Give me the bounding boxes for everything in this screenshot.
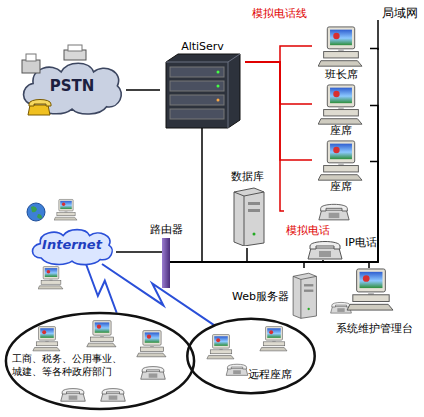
workstation-icon <box>260 327 287 351</box>
workstation-icon <box>137 331 166 357</box>
fax-paper <box>26 54 36 61</box>
workstation-icon <box>33 327 60 351</box>
rack-edge <box>166 54 240 128</box>
analog-line <box>245 62 284 211</box>
database-server: 数据库 <box>222 170 272 248</box>
node-label: Internet <box>28 237 116 253</box>
remote-agent-group: 远程座席 <box>186 318 316 394</box>
fax-icon <box>22 54 40 73</box>
node-label: 工商、税务、公用事业、 城建、等各种政府部门 <box>12 352 126 378</box>
analog-line <box>245 62 312 104</box>
maintenance-console: 系统维护管理台 <box>328 268 420 338</box>
printer-body <box>64 50 86 60</box>
internet-cloud: Internet <box>28 226 116 266</box>
router: 路由器 <box>162 238 170 288</box>
phone-icon <box>101 389 126 402</box>
rack-card <box>170 109 224 119</box>
ip-phone: IP电话 <box>305 232 385 260</box>
node-label: 路由器 <box>146 223 186 237</box>
rack-card <box>170 95 224 105</box>
lan-link <box>170 106 378 262</box>
node-label: 系统维护管理台 <box>328 322 420 336</box>
pstn-cloud: PSTN <box>18 58 126 116</box>
rack-card <box>170 81 224 91</box>
workstation-icon <box>87 321 116 347</box>
ellipse-shape <box>6 313 194 409</box>
rack-light <box>217 99 220 102</box>
agent-seat: 座席 <box>312 84 370 138</box>
altiserv-switch: AltiServ <box>160 40 245 128</box>
lan-link <box>170 128 202 262</box>
workstation-icon <box>54 199 77 220</box>
web-server: Web服务器 <box>232 268 320 323</box>
ellipse-shape <box>187 319 314 393</box>
printer-paper <box>68 45 82 51</box>
printer-icon <box>64 45 86 60</box>
government-group: 工商、税务、公用事业、 城建、等各种政府部门 <box>4 312 196 410</box>
lan-link <box>170 48 378 262</box>
node-label: 模拟电话 <box>286 224 330 238</box>
node-label: PSTN <box>18 77 126 96</box>
node-label: Web服务器 <box>232 290 289 304</box>
globe-icon <box>27 203 45 221</box>
lan-link <box>170 248 247 262</box>
phone-icon <box>61 389 86 402</box>
agent-seat: 座席 <box>312 140 370 194</box>
wire-label: 模拟电话线 <box>252 7 307 21</box>
phone-icon <box>141 367 166 380</box>
wireless-link <box>102 264 214 325</box>
network-label: 局域网 <box>382 6 418 21</box>
workstation-icon <box>318 141 362 180</box>
rack-light <box>217 85 220 88</box>
workstation-icon <box>318 85 362 124</box>
workstation-icon <box>38 267 63 289</box>
rack-card <box>170 67 224 77</box>
analog-phone: 模拟电话 <box>284 200 352 238</box>
lan-link <box>170 262 304 268</box>
phone-icon <box>226 364 248 375</box>
trunk-line <box>126 89 160 91</box>
node-label: 数据库 <box>222 170 272 184</box>
globe-land <box>31 206 42 218</box>
node-label: AltiServ <box>160 40 245 54</box>
lan-link <box>170 262 369 268</box>
node-label: 远程座席 <box>248 368 292 382</box>
supervisor-seat: 班长席 <box>312 26 370 82</box>
console-icon <box>347 269 393 310</box>
lan-riser <box>377 20 379 50</box>
database-icon <box>234 188 264 246</box>
wan-link <box>116 251 162 253</box>
ellipse-outline <box>186 318 316 394</box>
analog-line <box>245 46 312 62</box>
lan-link <box>170 162 378 262</box>
workstation-icon <box>318 27 362 66</box>
workstation-icon <box>207 335 234 359</box>
node-label: IP电话 <box>345 236 377 250</box>
node-label: 座席 <box>312 124 370 138</box>
web-server-icon <box>293 273 316 318</box>
node-label: 班长席 <box>312 68 370 82</box>
node-label: 座席 <box>312 180 370 194</box>
analog-line <box>245 62 312 160</box>
rack-light <box>217 71 220 74</box>
rack-body <box>166 54 240 128</box>
ip-phone-icon <box>308 242 342 260</box>
phone-icon <box>319 204 349 220</box>
altiserv-rack <box>166 54 240 128</box>
